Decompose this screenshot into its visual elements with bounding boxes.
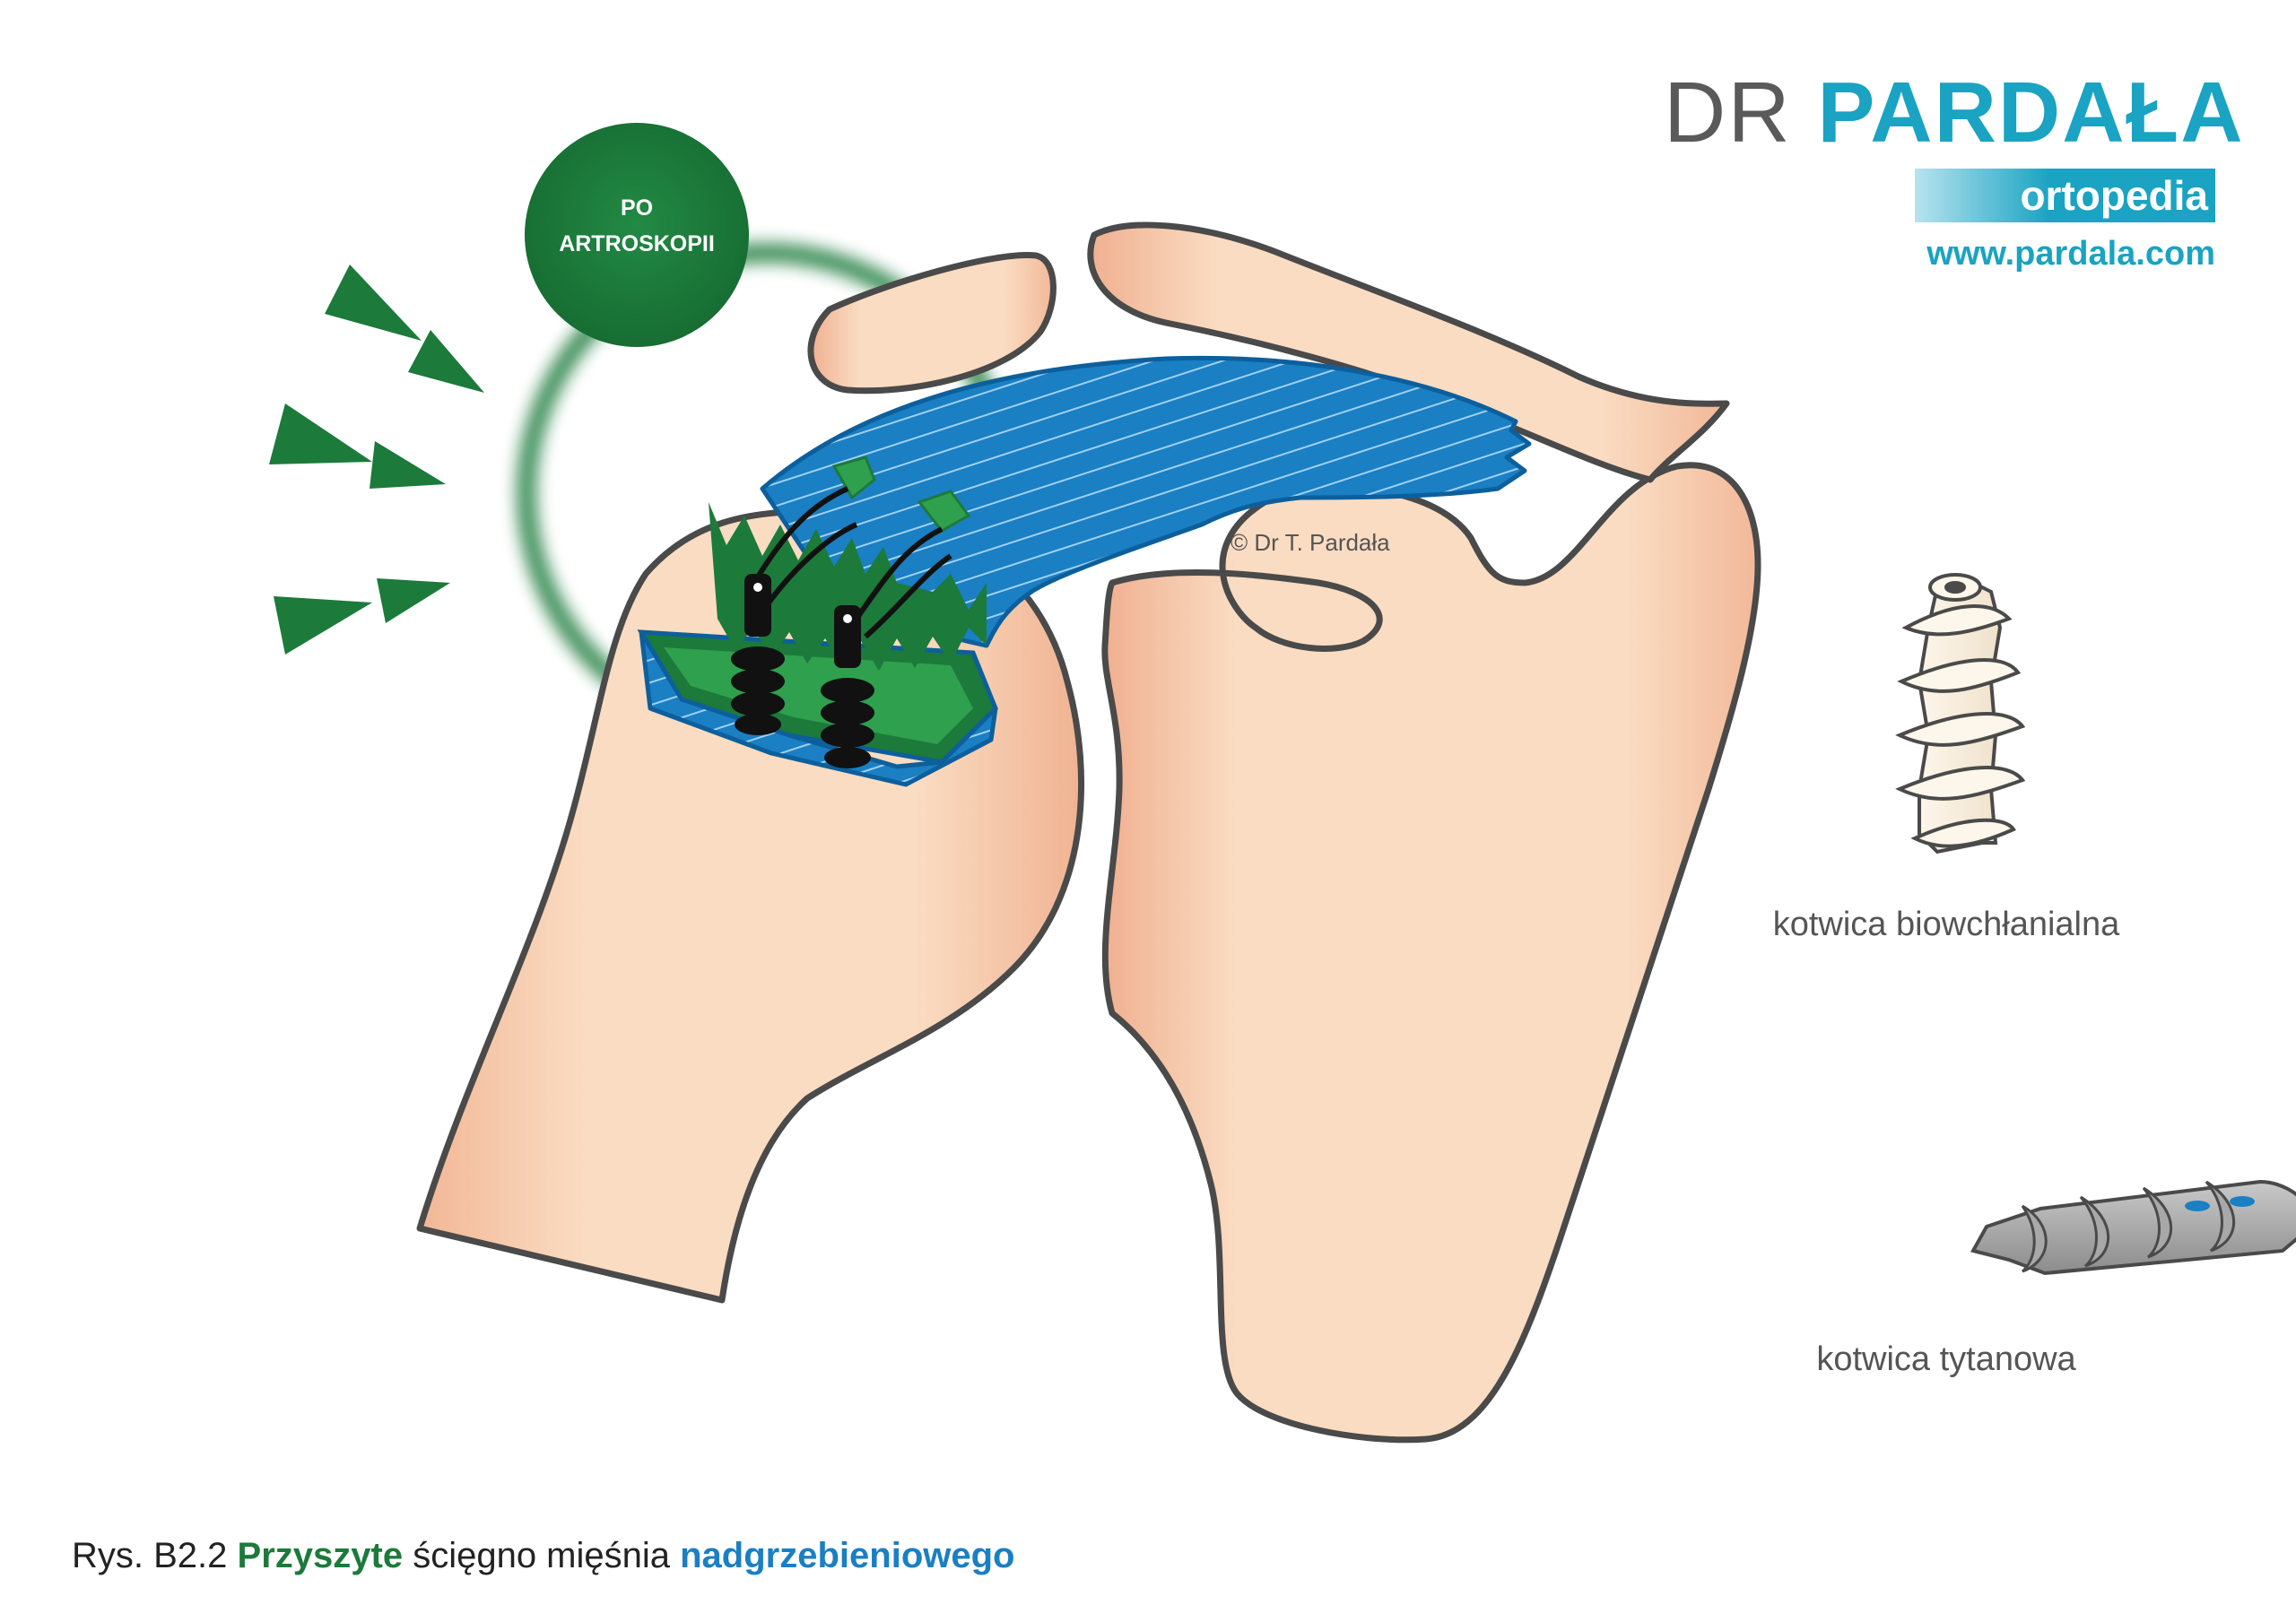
caption-highlight-attached: Przyszyte — [237, 1536, 404, 1575]
caption-highlight-muscle: nadgrzebieniowego — [680, 1536, 1015, 1575]
after-arthroscopy-badge — [525, 123, 749, 347]
badge-line-1: PO — [620, 195, 654, 221]
bioabsorbable-anchor-icon — [1895, 573, 2026, 854]
titanium-anchor-icon — [1970, 1179, 2296, 1276]
logo-url: www.pardala.com — [1926, 235, 2215, 273]
bone-anchors — [731, 486, 952, 768]
logo-title: DR PARDAŁA — [1664, 70, 2245, 156]
clavicle — [807, 252, 1057, 395]
badge-label: PO ARTROSKOPII — [520, 190, 753, 262]
arrow-triangles — [269, 265, 484, 655]
figure-caption: Rys. B2.2 Przyszyte ścięgno mięśnia nadg… — [72, 1536, 1014, 1576]
bioabsorbable-anchor-label: kotwica biowchłanialna — [1772, 906, 2120, 943]
caption-middle: ścięgno mięśnia — [403, 1536, 681, 1575]
logo-name-text: PARDAŁA — [1817, 65, 2245, 160]
acromion — [1087, 221, 1730, 483]
logo-bar — [1915, 169, 2215, 222]
badge-line-2: ARTROSKOPII — [559, 231, 715, 256]
logo-subtitle: ortopedia — [2020, 172, 2208, 219]
logo-dr-text: DR — [1664, 65, 1792, 160]
scapula — [1101, 462, 1761, 1444]
caption-prefix: Rys. B2.2 — [72, 1536, 238, 1575]
titanium-anchor-label: kotwica tytanowa — [1816, 1340, 2076, 1378]
copyright-text: © Dr T. Pardała — [1231, 529, 1390, 556]
supraspinatus-tendon — [760, 355, 1532, 648]
